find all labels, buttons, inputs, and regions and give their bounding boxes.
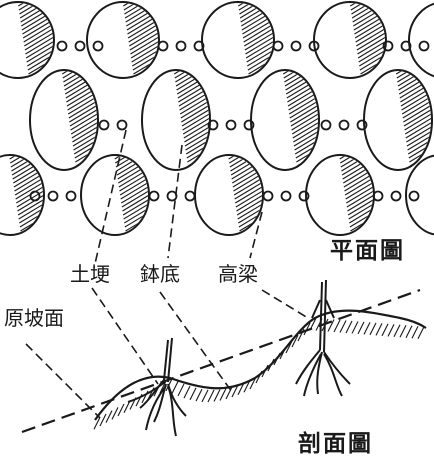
plant-right xyxy=(296,280,350,396)
pit-ovals xyxy=(0,0,434,235)
plan-view-label: 平面圖 xyxy=(330,231,405,265)
soil-ridge-circle xyxy=(300,192,309,201)
pit-oval xyxy=(314,0,391,78)
bowl-bottom-label: 鉢底 xyxy=(140,258,180,287)
section-view-label: 剖面圖 xyxy=(298,424,373,458)
high-ridge-label: 高梁 xyxy=(218,258,258,287)
pit-oval xyxy=(0,137,51,235)
soil-ridge-circle xyxy=(227,121,236,130)
soil-ridge-circle xyxy=(264,192,273,201)
pit-oval xyxy=(306,137,381,235)
soil-ridge-circle xyxy=(186,192,195,201)
soil-ridge-circle xyxy=(292,42,301,51)
soil-ridge-circle xyxy=(168,192,177,201)
soil-ridge-circle xyxy=(49,192,58,201)
soil-ridge-circle xyxy=(392,192,401,201)
pit-oval xyxy=(0,0,59,78)
pit-oval xyxy=(251,52,327,170)
soil-ridge-circle xyxy=(76,42,85,51)
soil-ridge-circle xyxy=(118,121,127,130)
pit-oval xyxy=(81,137,156,235)
soil-ridge-circle xyxy=(177,42,186,51)
pit-oval xyxy=(142,52,218,170)
soil-ridge-circle xyxy=(282,192,291,201)
original-slope-label: 原坡面 xyxy=(4,302,64,331)
soil-ridge-circle xyxy=(410,192,419,201)
soil-ridge-circle xyxy=(159,42,168,51)
soil-ridge-circle xyxy=(58,42,67,51)
soil-ridge-circle xyxy=(274,42,283,51)
pit-oval xyxy=(87,0,164,78)
soil-ridge-circle xyxy=(322,121,331,130)
soil-ridge-circle xyxy=(100,121,109,130)
soil-ridge-label: 土埂 xyxy=(70,258,110,287)
soil-ridge-circle xyxy=(67,192,76,201)
soil-ridge-circle xyxy=(340,121,349,130)
soil-hatching xyxy=(94,318,424,429)
soil-ridge-circle xyxy=(420,42,429,51)
soil-ridge-circle xyxy=(94,42,103,51)
soil-ridge-circle xyxy=(150,192,159,201)
pit-oval xyxy=(202,0,279,78)
pit-oval xyxy=(409,0,434,78)
